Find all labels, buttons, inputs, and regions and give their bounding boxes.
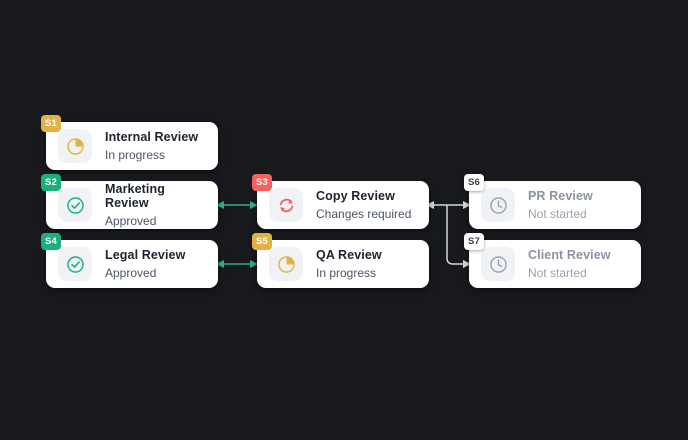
card-status: Approved: [105, 214, 157, 229]
connector-s2-to-s3: [216, 201, 258, 209]
step-badge-s5: S5: [252, 233, 273, 250]
card-title: Legal Review: [105, 248, 186, 263]
check-circle-icon: [58, 188, 92, 222]
clock-icon: [481, 188, 515, 222]
card-text-block: QA Review In progress: [316, 248, 382, 280]
card-status: Not started: [528, 265, 587, 280]
clock-icon: [481, 247, 515, 281]
card-title: Client Review: [528, 248, 611, 263]
card-text-block: Copy Review Changes required: [316, 189, 411, 221]
card-status: In progress: [105, 147, 166, 162]
card-text-block: PR Review Not started: [528, 189, 593, 221]
step-badge-s6: S6: [464, 174, 485, 191]
card-status: Changes required: [316, 206, 412, 221]
step-badge-s1: S1: [41, 115, 62, 132]
card-internal-review[interactable]: S1 Internal Review In progress: [41, 115, 218, 170]
card-status: In progress: [316, 265, 377, 280]
card-marketing-review[interactable]: S2 Marketing Review Approved: [41, 174, 218, 229]
card-copy-review[interactable]: S3 Copy Review Changes required: [252, 174, 429, 229]
step-badge-s7: S7: [464, 233, 485, 250]
card-title: QA Review: [316, 248, 382, 263]
card-text-block: Marketing Review Approved: [105, 182, 204, 229]
card-status: Approved: [105, 265, 157, 280]
step-badge-s4: S4: [41, 233, 62, 250]
card-qa-review[interactable]: S5 QA Review In progress: [252, 233, 429, 288]
card-client-review[interactable]: S7 Client Review Not started: [464, 233, 641, 288]
step-badge-s2: S2: [41, 174, 62, 191]
check-circle-icon: [58, 247, 92, 281]
card-title: Internal Review: [105, 130, 199, 145]
step-badge-s3: S3: [252, 174, 273, 191]
card-title: PR Review: [528, 189, 593, 204]
card-text-block: Internal Review In progress: [105, 130, 198, 162]
card-title: Copy Review: [316, 189, 395, 204]
card-title: Marketing Review: [105, 181, 165, 211]
connector-s4-to-s5: [216, 260, 258, 268]
card-legal-review[interactable]: S4 Legal Review Approved: [41, 233, 218, 288]
card-text-block: Client Review Not started: [528, 248, 611, 280]
card-text-block: Legal Review Approved: [105, 248, 185, 280]
pie-progress-icon: [269, 247, 303, 281]
card-pr-review[interactable]: S6 PR Review Not started: [464, 174, 641, 229]
sync-refresh-icon: [269, 188, 303, 222]
card-status: Not started: [528, 206, 587, 221]
pie-progress-icon: [58, 129, 92, 163]
